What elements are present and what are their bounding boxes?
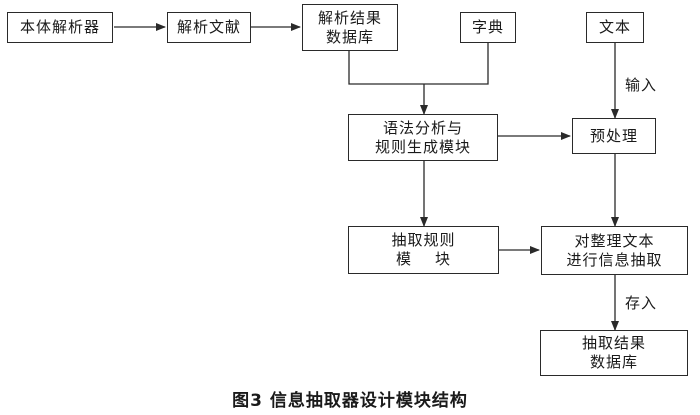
grammar-analysis-node: 语法分析与 规则生成模块 [348, 114, 498, 161]
text-label: 文本 [598, 18, 631, 36]
preprocess-label: 预处理 [589, 126, 638, 145]
preprocess-node: 预处理 [572, 118, 656, 154]
dictionary-node: 字典 [460, 12, 516, 43]
figure-caption: 图3 信息抽取器设计模块结构 [232, 391, 468, 411]
store-edge-label: 存入 [625, 294, 658, 312]
parsed-doc-node: 解析文献 [167, 12, 251, 43]
input-edge-label: 输入 [625, 76, 658, 94]
extract-result-db-line2: 数据库 [589, 353, 638, 371]
grammar-analysis-line2: 规则生成模块 [374, 137, 471, 156]
text-node: 文本 [586, 12, 644, 43]
extract-rule-line2: 模 块 [395, 250, 452, 268]
info-extract-line2: 进行信息抽取 [566, 250, 663, 269]
ontology-parser-node: 本体解析器 [7, 12, 113, 43]
parse-result-db-line1: 解析结果 [317, 8, 382, 27]
edge-db-merge [348, 43, 489, 85]
parse-result-db-line2: 数据库 [325, 27, 374, 46]
grammar-analysis-line1: 语法分析与 [382, 118, 463, 137]
ontology-parser-label: 本体解析器 [19, 18, 100, 36]
extract-result-db-line1: 抽取结果 [581, 334, 646, 352]
info-extract-node: 对整理文本 进行信息抽取 [541, 226, 688, 275]
dictionary-label: 字典 [471, 18, 504, 36]
parsed-doc-label: 解析文献 [176, 18, 241, 36]
extract-result-db-node: 抽取结果 数据库 [540, 330, 688, 376]
extract-rule-line1: 抽取规则 [391, 231, 456, 249]
info-extract-line1: 对整理文本 [574, 231, 655, 250]
extract-rule-node: 抽取规则 模 块 [348, 226, 499, 274]
parse-result-db-node: 解析结果 数据库 [302, 4, 398, 51]
